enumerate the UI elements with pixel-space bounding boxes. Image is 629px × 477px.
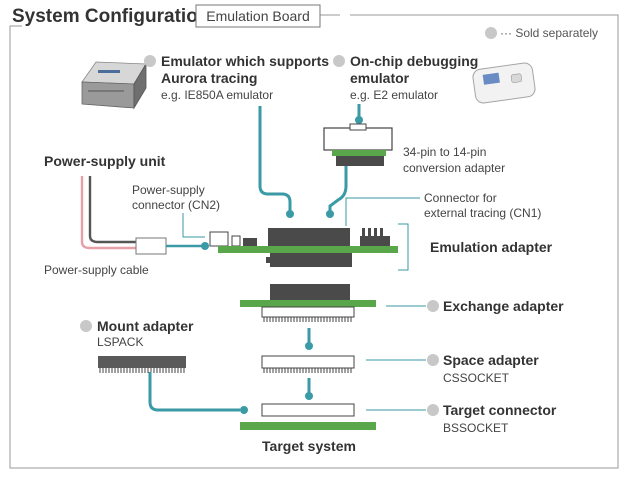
ocd-emulator-bullet-icon	[333, 55, 345, 67]
trace-connector-label-2: external tracing (CN1)	[424, 206, 541, 220]
emulation-adapter-label: Emulation adapter	[430, 239, 553, 255]
conversion-adapter-label-2: conversion adapter	[403, 161, 505, 175]
e2-emulator-icon	[472, 62, 536, 104]
mount-adapter-cable-end-icon	[240, 406, 248, 414]
mount-adapter-cable	[148, 372, 240, 412]
mount-adapter-bullet-icon	[80, 320, 92, 332]
conversion-adapter-icon	[323, 123, 393, 166]
mount-adapter-part	[98, 356, 186, 373]
power-cable-end-icon	[201, 242, 209, 250]
target-connector-bullet-icon	[427, 404, 439, 416]
power-cable-dark	[88, 176, 140, 244]
power-connector-label-2: connector (CN2)	[132, 198, 220, 212]
link-space-target-dot-icon	[305, 392, 313, 400]
target-connector-sub: BSSOCKET	[443, 421, 509, 435]
ocd-emulator-sub: e.g. E2 emulator	[350, 88, 438, 102]
legend-text: ··· Sold separately	[500, 26, 598, 40]
conversion-cable-end-icon	[326, 210, 334, 218]
power-cable-pink	[80, 176, 140, 250]
space-adapter-sub: CSSOCKET	[443, 371, 510, 385]
power-connector-label-1: Power-supply	[132, 183, 205, 197]
outer-frame	[9, 14, 619, 469]
aurora-emulator-label-2: Aurora tracing	[161, 70, 257, 86]
space-adapter-bullet-icon	[427, 354, 439, 366]
page-title: System Configuration	[12, 6, 209, 27]
target-system-label: Target system	[262, 438, 356, 454]
trace-connector-label-1: Connector for	[424, 191, 497, 205]
mount-adapter-label: Mount adapter	[97, 318, 194, 334]
aurora-cable	[258, 106, 292, 212]
power-plug-icon	[135, 237, 167, 255]
tag-box	[195, 4, 321, 28]
link-exchange-space-dot-icon	[305, 342, 313, 350]
conversion-cable	[328, 166, 348, 212]
exchange-adapter-label: Exchange adapter	[443, 298, 564, 314]
ocd-cable-end-icon	[355, 116, 363, 124]
ie850a-emulator-icon	[81, 61, 147, 110]
legend-dot-icon	[485, 27, 497, 39]
space-adapter-part	[261, 355, 355, 373]
target-connector-part	[240, 403, 376, 430]
exchange-adapter-bullet-icon	[427, 300, 439, 312]
trace-connector-leader	[345, 197, 420, 226]
emulation-adapter-bracket	[398, 223, 409, 271]
aurora-cable-end-icon	[286, 210, 294, 218]
power-connector-leader	[182, 213, 205, 238]
target-connector-label: Target connector	[443, 402, 557, 418]
aurora-emulator-bullet-icon	[144, 55, 156, 67]
power-supply-title: Power-supply unit	[44, 153, 166, 169]
emulation-adapter-board	[209, 228, 398, 267]
aurora-emulator-sub: e.g. IE850A emulator	[161, 88, 273, 102]
conversion-adapter-label-1: 34-pin to 14-pin	[403, 145, 486, 159]
exchange-adapter-part	[240, 284, 376, 322]
aurora-emulator-label-1: Emulator which supports	[161, 53, 329, 69]
space-adapter-label: Space adapter	[443, 352, 539, 368]
power-cable-label: Power-supply cable	[44, 263, 149, 277]
ocd-emulator-label-2: emulator	[350, 70, 410, 86]
mount-adapter-sub: LSPACK	[97, 335, 143, 349]
ocd-emulator-label-1: On-chip debugging	[350, 53, 478, 69]
tag-label: Emulation Board	[206, 8, 310, 24]
